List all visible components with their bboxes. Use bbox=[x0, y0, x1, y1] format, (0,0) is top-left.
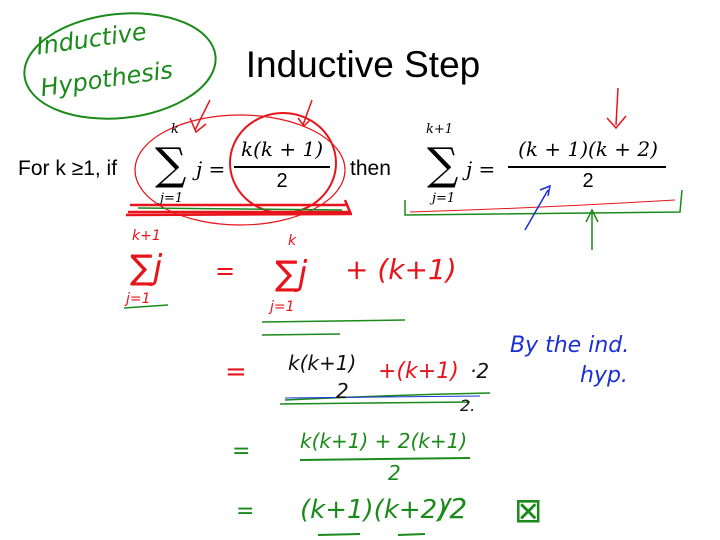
lhs-sum-symbol: ∑ bbox=[155, 139, 187, 190]
row1-eq: = bbox=[215, 257, 236, 285]
row1-underline-green bbox=[123, 304, 406, 336]
row2-plus-term: +(k+1) bbox=[378, 359, 459, 384]
arrow-red-3 bbox=[606, 87, 627, 130]
ind-hyp-note-line1: By the ind. bbox=[510, 333, 630, 358]
row4-denominator: /2 bbox=[440, 492, 468, 525]
row4-underline bbox=[317, 533, 426, 536]
rhs-sum-upper: k+1 bbox=[426, 122, 454, 137]
arrow-red-2 bbox=[297, 99, 313, 128]
lhs-frac-denominator: 2 bbox=[276, 170, 288, 192]
slide-title: Inductive Step bbox=[245, 44, 481, 85]
rhs-sum-lower: j=1 bbox=[432, 191, 456, 206]
row3-numerator: k(k+1) + 2(k+1) bbox=[300, 429, 468, 453]
lhs-underline-red bbox=[125, 199, 353, 217]
hypothesis-oval bbox=[23, 12, 217, 120]
rhs-frac-denominator: 2 bbox=[582, 170, 594, 192]
lhs-circle-red bbox=[134, 114, 346, 226]
rhs-brace bbox=[404, 189, 683, 216]
lhs-sum-lower: j=1 bbox=[160, 191, 184, 206]
row1-rhs-sum: ∑j bbox=[275, 254, 308, 294]
lhs-underline-green bbox=[137, 207, 343, 211]
row1-lhs-lower: j=1 bbox=[126, 291, 151, 307]
lhs-frac-line bbox=[234, 166, 330, 168]
qed-box-icon: ⊠ bbox=[514, 491, 543, 531]
row2-underline-blue bbox=[284, 395, 481, 399]
row1-plus-term: + (k+1) bbox=[345, 253, 457, 286]
row2-times-two: ·2 bbox=[470, 359, 490, 383]
row1-rhs-upper: k bbox=[288, 233, 297, 249]
row3-eq: = bbox=[232, 439, 251, 464]
statement-connector: then bbox=[350, 157, 391, 180]
row2-denominator: 2 bbox=[336, 379, 349, 403]
row2-eq: = bbox=[225, 357, 247, 387]
frac-circle-red bbox=[229, 112, 337, 214]
row2-numerator: k(k+1) bbox=[288, 351, 357, 375]
rhs-sum-symbol: ∑ bbox=[427, 139, 459, 190]
statement-prefix: For k ≥1, if bbox=[18, 157, 118, 180]
row3-fracline bbox=[299, 457, 471, 461]
arrow-blue bbox=[524, 184, 552, 231]
ind-hyp-note-line2: hyp. bbox=[580, 363, 628, 388]
lhs-sum-term: j = bbox=[196, 157, 226, 181]
row4-expr: (k+1)(k+2) bbox=[300, 495, 448, 525]
row1-lhs-upper: k+1 bbox=[132, 228, 161, 244]
row3-denominator: 2 bbox=[388, 461, 401, 485]
lhs-sum-upper: k bbox=[171, 122, 179, 137]
row2-denominator-2: 2. bbox=[460, 396, 476, 415]
arrow-red-1 bbox=[189, 99, 211, 134]
rhs-frac-numerator: (k + 1)(k + 2) bbox=[518, 137, 658, 161]
rhs-sum-term: j = bbox=[466, 157, 496, 181]
row4-eq: = bbox=[236, 499, 255, 524]
rhs-frac-line bbox=[508, 166, 666, 168]
row1-lhs-sum: ∑j bbox=[130, 248, 163, 288]
arrow-green bbox=[585, 208, 599, 250]
rhs-underline-red bbox=[409, 199, 676, 213]
lhs-frac-numerator: k(k + 1) bbox=[240, 137, 324, 161]
row2-underline bbox=[279, 392, 491, 405]
row1-rhs-lower: j=1 bbox=[270, 299, 295, 315]
